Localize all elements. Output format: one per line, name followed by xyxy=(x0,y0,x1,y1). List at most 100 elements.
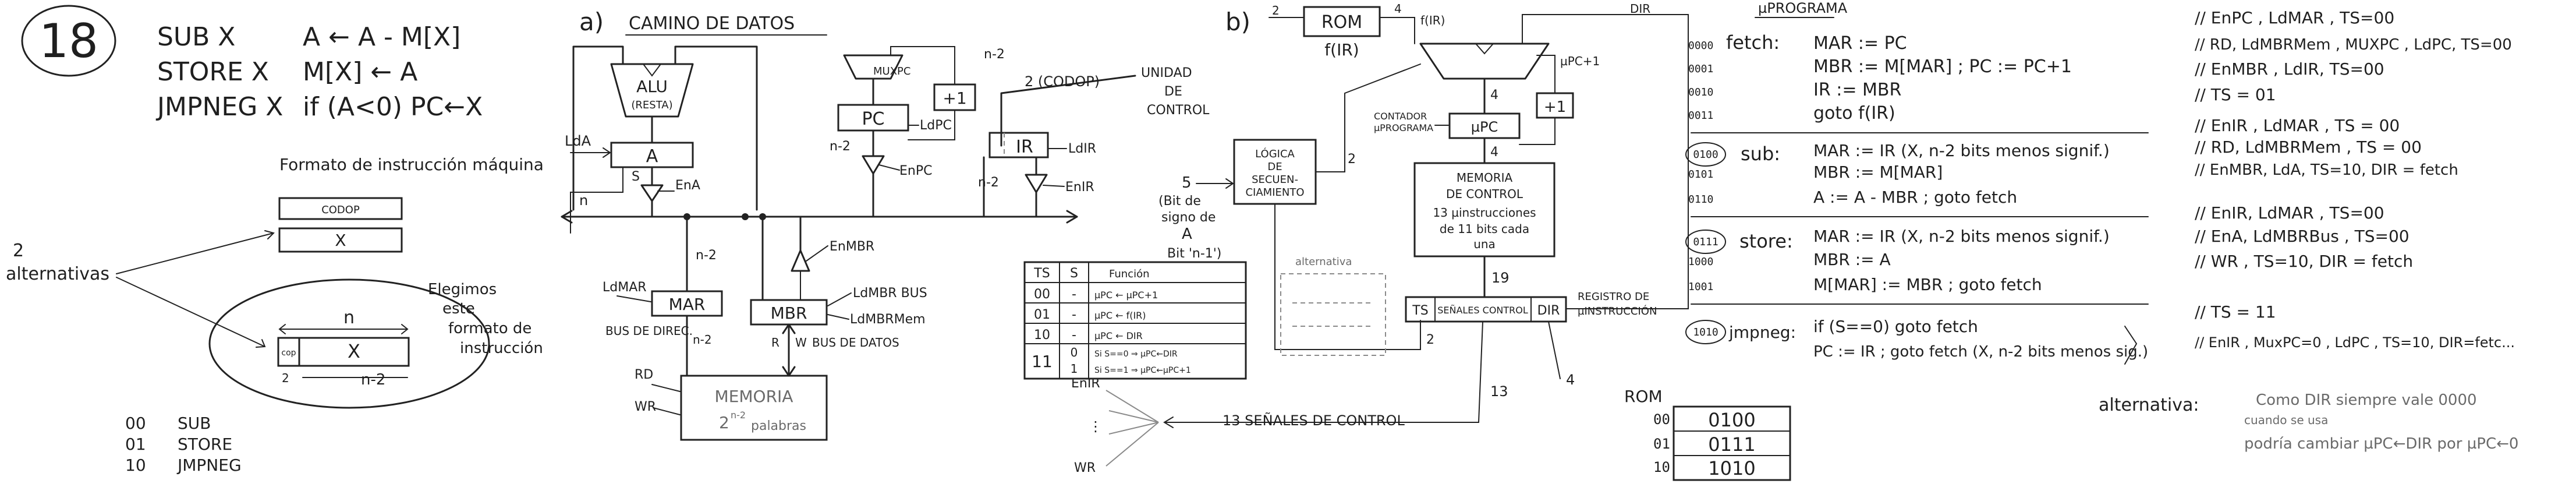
width-n-label: n xyxy=(343,308,355,328)
fetch-addr-2: 0010 xyxy=(1688,86,1713,98)
instr-jmpneg-op: JMPNEG X xyxy=(155,92,283,122)
instr-store-rtl: M[X] ← A xyxy=(303,57,417,87)
register-pc-label: PC xyxy=(862,109,884,129)
register-ir-label: IR xyxy=(1016,137,1033,157)
control-mem-2: DE CONTROL xyxy=(1446,187,1523,201)
logic-label-3: SECUEN- xyxy=(1252,174,1298,186)
ldmbrbus-signal: LdMBR BUS xyxy=(853,286,927,301)
mar-width: n-2 xyxy=(696,248,717,263)
alternativa-sketch xyxy=(1281,274,1386,355)
signal-line-10: // TS = 11 xyxy=(2195,302,2276,322)
register-mbr-label: MBR xyxy=(771,304,807,323)
store-line-2: M[MAR] := MBR ; goto fetch xyxy=(1813,275,2042,294)
sub-line-1: MBR := M[MAR] xyxy=(1813,163,1943,182)
format-chosen-cop-label: cop xyxy=(281,348,296,358)
width-2-label: 2 xyxy=(282,371,289,385)
opcode-00-name: SUB xyxy=(178,414,211,433)
ldir-signal: LdIR xyxy=(1068,142,1096,156)
dir-feedback-label: DIR xyxy=(1630,2,1650,16)
alternative-line-1: Como DIR siempre vale 0000 xyxy=(2256,391,2477,409)
ts-table-header-func: Función xyxy=(1109,268,1150,280)
enir-arrow xyxy=(1043,185,1064,186)
bus-junction-2 xyxy=(742,213,749,220)
register-mar-label: MAR xyxy=(669,295,706,314)
unidad-control-2: DE xyxy=(1164,84,1182,99)
ldmar-signal: LdMAR xyxy=(603,280,647,295)
rd-signal: RD xyxy=(635,368,653,382)
memory-label-exp: n-2 xyxy=(731,410,746,421)
codop-into-rom-width: 2 xyxy=(1272,3,1280,17)
sign-bit-1: 5 xyxy=(1182,174,1192,192)
signal-line-6: // EnMBR, LdA, TS=10, DIR = fetch xyxy=(2195,161,2458,179)
fetch-addr-3: 0011 xyxy=(1688,110,1713,122)
mpc-mux xyxy=(1420,44,1549,79)
mapping-rom-label: ROM xyxy=(1321,12,1362,33)
ts-row1-ts: 01 xyxy=(1034,308,1050,322)
opcode-01-name: STORE xyxy=(178,435,232,454)
format-title: Formato de instrucción máquina xyxy=(279,155,544,174)
fetch-line-3: goto f(IR) xyxy=(1813,103,1895,123)
signal-line-9: // WR , TS=10, DIR = fetch xyxy=(2195,252,2413,271)
signal-dots: ⋮ xyxy=(1089,418,1103,435)
ir-tristate xyxy=(1026,175,1047,192)
memory-label-3: palabras xyxy=(751,419,806,433)
signal-wr: WR xyxy=(1074,461,1096,475)
store-code: 0111 xyxy=(1693,236,1718,248)
alu-notch xyxy=(643,64,661,76)
jmpneg-code: 1010 xyxy=(1693,326,1718,338)
mpc-incrementer-label: +1 xyxy=(1544,98,1566,116)
signal-line-7: // EnIR, LdMAR , TS=00 xyxy=(2195,203,2384,223)
rd-arrow xyxy=(652,384,680,391)
instr-sub-rtl: A ← A - M[X] xyxy=(303,22,460,52)
mir-senales: SEÑALES CONTROL xyxy=(1437,305,1528,316)
sub-line-2: A := A - MBR ; goto fetch xyxy=(1813,188,2017,207)
jmpneg-line-0: if (S==0) goto fetch xyxy=(1813,317,1978,336)
instruction-section: 18 SUB X A ← A - M[X] STORE X M[X] ← A J… xyxy=(22,6,483,122)
ts-row0-ts: 00 xyxy=(1034,287,1050,302)
store-label: store: xyxy=(1739,230,1793,252)
control-signals: // EnPC , LdMAR , TS=00 // RD, LdMBRMem … xyxy=(2099,8,2518,453)
codop-bus-label: 2 (CODOP) xyxy=(1025,73,1100,90)
logic-label-4: CIAMIENTO xyxy=(1245,186,1304,199)
fetch-label: fetch: xyxy=(1726,31,1780,54)
mem-width: 19 xyxy=(1491,270,1510,286)
ts-row0-s: - xyxy=(1072,287,1076,302)
signal-line-2: // EnMBR , LdIR, TS=00 xyxy=(2195,59,2384,79)
ts-row0-func: µPC ← µPC+1 xyxy=(1094,290,1158,301)
enpc-signal: EnPC xyxy=(899,164,932,178)
enmbr-arrow xyxy=(806,246,828,261)
instr-jmpneg-rtl: if (A<0) PC←X xyxy=(303,92,483,122)
enpc-wire xyxy=(879,165,899,170)
control-mem-4: de 11 bits cada xyxy=(1440,222,1529,236)
bus-datos-label: BUS DE DATOS xyxy=(812,336,899,350)
opcode-10-name: JMPNEG xyxy=(176,456,242,475)
sub-line-0: MAR := IR (X, n-2 bits menos signif.) xyxy=(1813,141,2110,160)
signals-label: 13 SEÑALES DE CONTROL xyxy=(1223,411,1405,429)
opcode-10: 10 xyxy=(125,456,146,475)
ts-row2-s: - xyxy=(1072,328,1076,343)
control-mem-3: 13 µinstrucciones xyxy=(1433,206,1536,220)
fetch-addr-0: 0000 xyxy=(1688,40,1713,52)
ldmbrbus-arrow xyxy=(828,293,851,306)
main-bus-width: n xyxy=(579,192,588,209)
signals-out xyxy=(1164,322,1483,428)
memory-label-2: 2 xyxy=(719,413,729,432)
store-line-0: MAR := IR (X, n-2 bits menos signif.) xyxy=(1813,227,2110,246)
sub-addr-1: 0101 xyxy=(1688,168,1713,181)
signal-line-5: // RD, LdMBRMem , TS = 00 xyxy=(2195,137,2422,157)
rom-row2-addr: 10 xyxy=(1653,459,1670,475)
chosen-text-3: formato de xyxy=(448,320,532,337)
lda-signal: LdA xyxy=(565,133,591,149)
s-flag-line xyxy=(571,167,623,233)
sub-code: 0100 xyxy=(1693,149,1718,161)
signal-line-8: // EnA, LdMBRBus , TS=00 xyxy=(2195,227,2410,246)
control-mem-1: MEMORIA xyxy=(1457,171,1513,185)
fetch-line-1: MBR := M[MAR] ; PC := PC+1 xyxy=(1813,57,2072,77)
ts-row4-s: 1 xyxy=(1071,362,1078,376)
fetch-addr-1: 0001 xyxy=(1688,63,1713,75)
ldmbrmem-signal: LdMBRMem xyxy=(850,312,926,327)
datapath-title: CAMINO DE DATOS xyxy=(629,13,795,34)
width-n2-label: n-2 xyxy=(361,371,385,389)
alu-op-label: (RESTA) xyxy=(631,99,672,111)
